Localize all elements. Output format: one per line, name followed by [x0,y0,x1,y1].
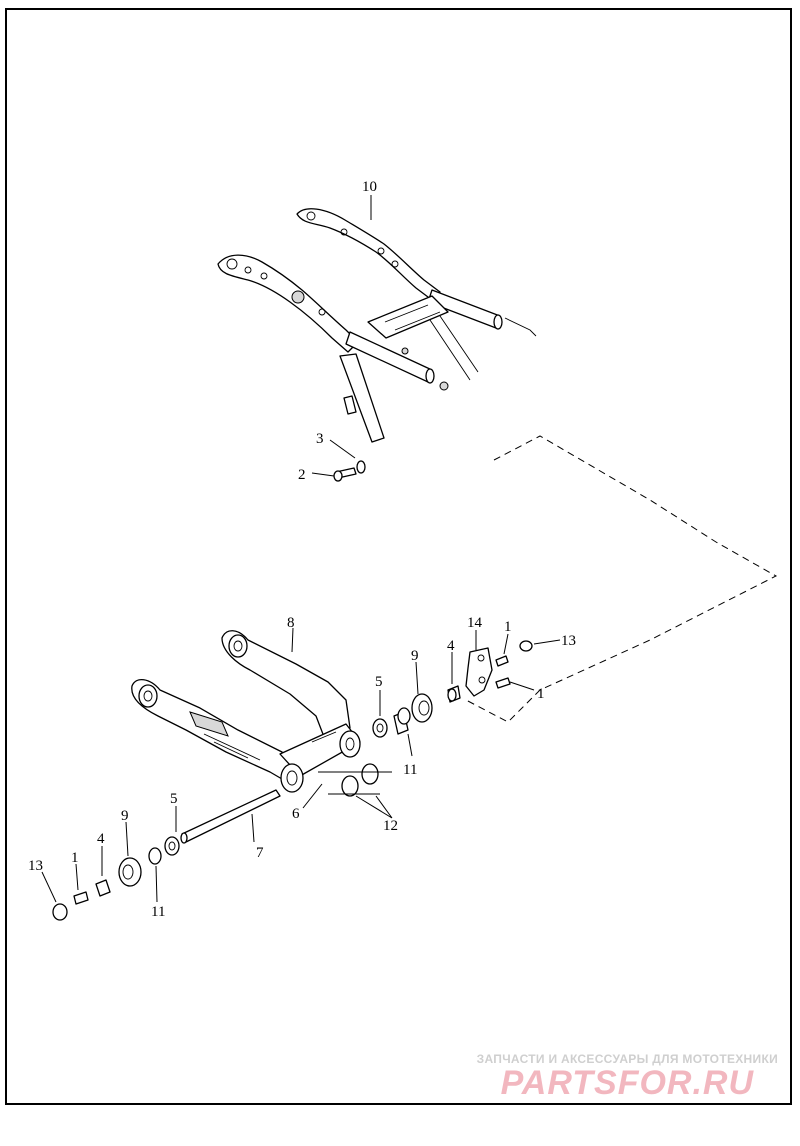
swingarm [131,627,361,793]
callout-11-left: 11 [151,904,165,920]
callout-9-left: 9 [121,808,129,824]
callout-14: 14 [467,615,483,631]
bolt-and-washer [311,439,366,482]
pivot-shaft [180,789,281,844]
callout-12: 12 [383,818,398,834]
callout-5-right: 5 [375,674,383,690]
rear-frame-section [217,208,537,443]
callout-7: 7 [256,845,264,861]
drawing-frame [5,8,792,1105]
watermark-tagline: ЗАПЧАСТИ И АКСЕССУАРЫ ДЛЯ МОТОТЕХНИКИ [476,1052,778,1066]
callout-2: 2 [298,467,306,483]
right-side-hardware [372,630,561,757]
watermark-logo: PARTSFOR.RU [500,1064,755,1102]
reference-dashed-line [465,435,778,723]
watermark: ЗАПЧАСТИ И АКСЕССУАРЫ ДЛЯ МОТОТЕХНИКИ PA… [477,1052,778,1100]
callout-5-left: 5 [170,791,178,807]
callout-1-right-upper: 1 [504,619,512,635]
callout-13-right: 13 [561,633,576,649]
callout-11-right: 11 [403,762,417,778]
callout-4-right: 4 [447,638,455,654]
callout-4-left: 4 [97,831,105,847]
callout-9-right: 9 [411,648,419,664]
callout-13-left: 13 [28,858,43,874]
callout-1-left: 1 [71,850,79,866]
callout-6: 6 [292,806,300,822]
callout-10: 10 [362,179,377,195]
left-side-hardware [41,806,180,921]
bushings [302,763,393,819]
callout-1-right-lower: 1 [537,686,545,702]
callout-3: 3 [316,431,324,447]
callout-8: 8 [287,615,295,631]
